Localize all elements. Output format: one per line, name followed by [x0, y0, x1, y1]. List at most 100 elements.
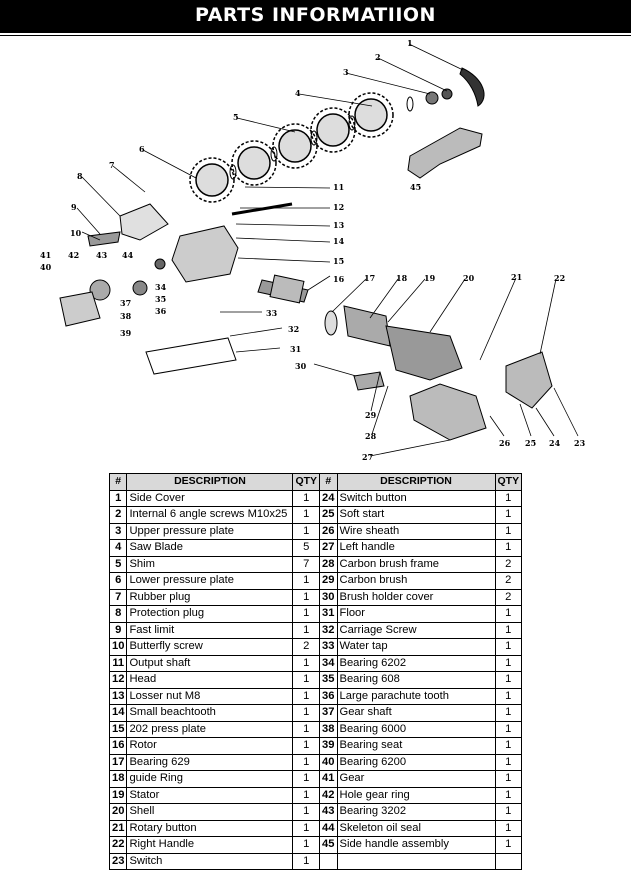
head-housing-part: [171, 225, 239, 283]
part-description: Carbon brush: [336, 572, 496, 590]
part-qty: 1: [292, 737, 321, 755]
part-number: 16: [108, 737, 128, 755]
callout-37: 37: [120, 298, 131, 308]
part-number: 31: [319, 605, 338, 623]
part-qty: 1: [292, 753, 321, 771]
stator-part: [343, 305, 391, 347]
callout-28: 28: [365, 431, 377, 441]
part-qty: 1: [494, 638, 523, 656]
part-qty: 1: [292, 819, 321, 837]
callout-45: 45: [410, 182, 421, 192]
part-number: 1: [108, 489, 128, 507]
part-number: 12: [108, 671, 128, 689]
part-number: 23: [108, 852, 128, 870]
part-number: 38: [319, 720, 338, 738]
part-description: Stator: [126, 786, 294, 804]
header-number: #: [108, 473, 128, 491]
callout-43: 43: [96, 250, 108, 260]
part-number: 4: [108, 539, 128, 557]
part-description: Bearing 6000: [336, 720, 496, 738]
callout-26: 26: [499, 438, 511, 448]
part-qty: [494, 852, 523, 870]
part-qty: 1: [292, 803, 321, 821]
callout-23: 23: [574, 438, 586, 448]
part-description: Bearing seat: [336, 737, 496, 755]
gear-part: [89, 279, 111, 301]
part-number: 17: [108, 753, 128, 771]
callout-11: 11: [333, 182, 344, 192]
part-number: 32: [319, 621, 338, 639]
right-handle-part: [505, 351, 553, 409]
callout-10: 10: [70, 228, 82, 238]
part-number: 39: [319, 737, 338, 755]
part-qty: 1: [292, 687, 321, 705]
callout-33: 33: [266, 308, 278, 318]
bearing-part: [132, 280, 148, 296]
floor-plate-part: [145, 337, 237, 375]
part-qty: 1: [494, 489, 523, 507]
callout-36: 36: [155, 306, 167, 316]
part-qty: 1: [292, 836, 321, 854]
part-qty: 1: [494, 621, 523, 639]
exploded-parts-diagram: 1 2 3 4 5 6 7 8 9 10 11 12 13 14 15 16 1…: [0, 36, 631, 466]
part-description: guide Ring: [126, 770, 294, 788]
part-description: Bearing 3202: [336, 803, 496, 821]
part-number: 10: [108, 638, 128, 656]
part-description: Shim: [126, 555, 294, 573]
callout-29: 29: [365, 410, 377, 420]
part-qty: 1: [494, 819, 523, 837]
callout-38: 38: [120, 311, 132, 321]
part-number: 3: [108, 522, 128, 540]
part-qty: 1: [494, 786, 523, 804]
callout-1: 1: [407, 38, 413, 48]
part-number: 28: [319, 555, 338, 573]
part-description: Carbon brush frame: [336, 555, 496, 573]
part-description: Rotor: [126, 737, 294, 755]
callout-34: 34: [155, 282, 167, 292]
part-number: 25: [319, 506, 338, 524]
part-number: 22: [108, 836, 128, 854]
part-number: 36: [319, 687, 338, 705]
part-description: Gear: [336, 770, 496, 788]
part-qty: 1: [292, 671, 321, 689]
part-qty: 1: [292, 654, 321, 672]
part-qty: 1: [494, 605, 523, 623]
part-description: Butterfly screw: [126, 638, 294, 656]
part-number: 9: [108, 621, 128, 639]
callout-27: 27: [362, 452, 373, 462]
part-description: Gear shaft: [336, 704, 496, 722]
callout-42: 42: [68, 250, 79, 260]
part-description: Internal 6 angle screws M10x25: [126, 506, 294, 524]
part-description: Side Cover: [126, 489, 294, 507]
part-number: 2: [108, 506, 128, 524]
part-qty: 1: [494, 506, 523, 524]
side-handle-part: [407, 127, 483, 179]
saw-blade-stack: [189, 92, 394, 203]
part-qty: 2: [494, 588, 523, 606]
callout-41: 41: [40, 250, 51, 260]
part-description: Switch: [126, 852, 294, 870]
part-description: Small beachtooth: [126, 704, 294, 722]
nut-part: [441, 88, 453, 100]
header-description: DESCRIPTION: [336, 473, 496, 491]
part-qty: 2: [292, 638, 321, 656]
part-number: 42: [319, 786, 338, 804]
guide-ring-part: [324, 310, 338, 336]
part-description: Lower pressure plate: [126, 572, 294, 590]
part-qty: 1: [494, 753, 523, 771]
part-number: 15: [108, 720, 128, 738]
part-number: 11: [108, 654, 128, 672]
part-description: Losser nut M8: [126, 687, 294, 705]
part-description: Bearing 608: [336, 671, 496, 689]
callout-44: 44: [122, 250, 134, 260]
part-description: Head: [126, 671, 294, 689]
part-description: Bearing 629: [126, 753, 294, 771]
part-number: 41: [319, 770, 338, 788]
part-number: 43: [319, 803, 338, 821]
callout-7: 7: [109, 160, 115, 170]
